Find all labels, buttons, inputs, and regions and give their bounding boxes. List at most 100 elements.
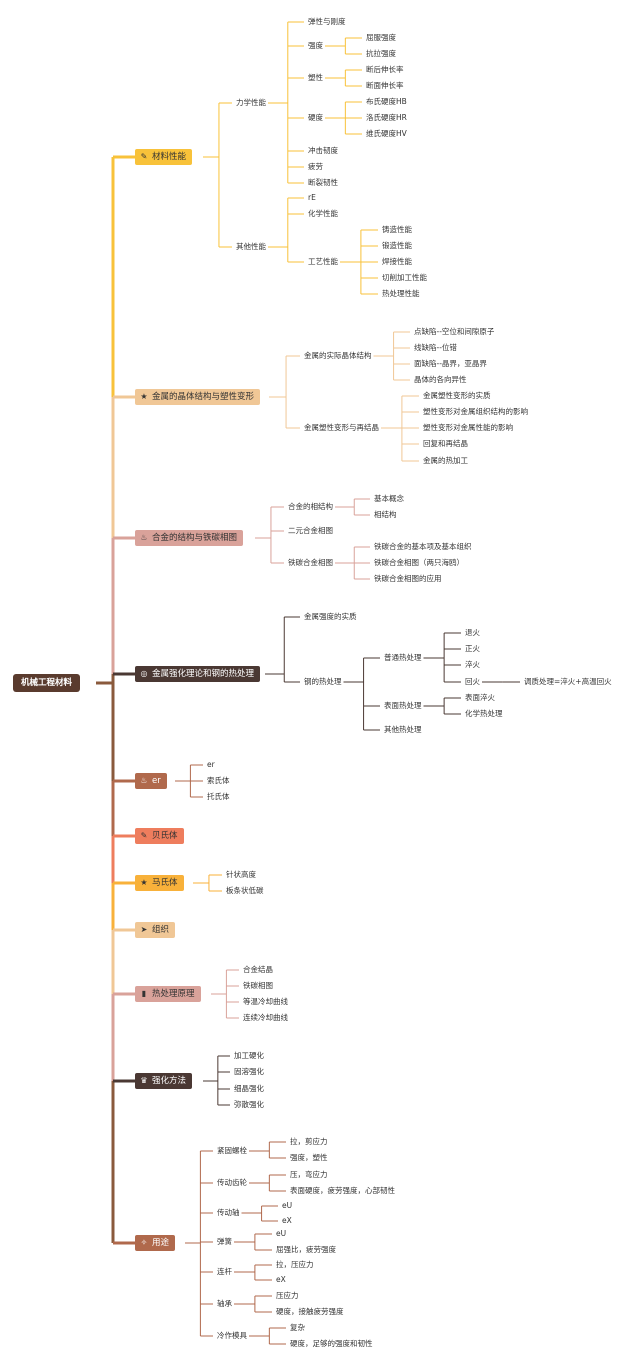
root-node[interactable]: 机械工程材料: [13, 674, 81, 692]
node-c1-b3[interactable]: 工艺性能: [308, 257, 338, 266]
node-c11-5[interactable]: 连杆: [217, 1267, 232, 1276]
node-c7-2[interactable]: 板条状低碳: [226, 886, 264, 895]
node-c1-a[interactable]: 力学性能: [236, 98, 266, 107]
node-c1-a3-2[interactable]: 断面伸长率: [366, 81, 404, 90]
node-c3-b[interactable]: 二元合金相图: [288, 526, 333, 535]
node-c11-4b[interactable]: 屈强比，疲劳强度: [276, 1245, 336, 1254]
node-c11-2a[interactable]: 压，弯应力: [290, 1170, 328, 1179]
node-c3-c1[interactable]: 铁碳合金的基本项及基本组织: [374, 542, 472, 551]
node-c2-b4[interactable]: 回复和再结晶: [423, 439, 468, 448]
node-c4-b3[interactable]: 其他热处理: [384, 725, 422, 734]
node-c1-b3-4[interactable]: 切削加工性能: [382, 273, 427, 282]
node-c11-6b[interactable]: 硬度，接触疲劳强度: [276, 1307, 344, 1316]
node-c11-4[interactable]: 弹簧: [217, 1237, 232, 1246]
node-c11-5a[interactable]: 拉，压应力: [276, 1260, 314, 1269]
category-c5[interactable]: ♨er: [135, 773, 167, 789]
node-c5-3[interactable]: 托氏体: [207, 792, 230, 801]
node-c2-a4[interactable]: 晶体的各向异性: [414, 375, 467, 384]
category-c8[interactable]: ➤组织: [135, 922, 176, 938]
node-c1-b3-1[interactable]: 铸造性能: [382, 225, 412, 234]
node-c7-1[interactable]: 针状高度: [226, 870, 256, 879]
node-c1-b1[interactable]: rE: [308, 193, 316, 202]
node-c1-b3-3[interactable]: 焊接性能: [382, 257, 412, 266]
node-c2-b3[interactable]: 塑性变形对金属性能的影响: [423, 423, 513, 432]
node-c11-1[interactable]: 紧固螺栓: [217, 1146, 247, 1155]
node-c11-4a[interactable]: eU: [276, 1229, 287, 1238]
node-c3-c[interactable]: 铁碳合金相图: [288, 558, 333, 567]
node-c9-1[interactable]: 合金结晶: [243, 965, 273, 974]
node-c2-b1[interactable]: 金属塑性变形的实质: [423, 391, 491, 400]
node-c1-a3[interactable]: 塑性: [308, 73, 323, 82]
node-c11-6a[interactable]: 压应力: [276, 1291, 299, 1300]
node-c3-c3[interactable]: 铁碳合金相图的应用: [374, 574, 442, 583]
node-c1-a3-1[interactable]: 断后伸长率: [366, 65, 404, 74]
node-c1-b2[interactable]: 化学性能: [308, 209, 338, 218]
category-c11[interactable]: ✧用途: [135, 1235, 176, 1251]
node-c10-3[interactable]: 细晶强化: [234, 1084, 264, 1093]
node-c9-2[interactable]: 铁碳相图: [243, 981, 273, 990]
node-c11-7[interactable]: 冷作模具: [217, 1331, 247, 1340]
category-c9[interactable]: ▮热处理原理: [135, 986, 201, 1002]
node-c11-7a[interactable]: 复杂: [290, 1323, 305, 1332]
node-c2-b2[interactable]: 塑性变形对金属组织结构的影响: [423, 407, 528, 416]
node-c3-a1[interactable]: 基本概念: [374, 494, 404, 503]
node-c11-3[interactable]: 传动轴: [217, 1208, 240, 1217]
node-c1-b[interactable]: 其他性能: [236, 242, 266, 251]
category-c7[interactable]: ★马氏体: [135, 875, 184, 891]
node-c1-a1[interactable]: 弹性与刚度: [308, 17, 346, 26]
node-c4-b2-2[interactable]: 化学热处理: [465, 709, 503, 718]
node-c5-2[interactable]: 索氏体: [207, 776, 230, 785]
category-c3[interactable]: ♨合金的结构与铁碳相图: [135, 530, 244, 546]
node-c2-b5[interactable]: 金属的热加工: [423, 456, 468, 465]
node-c4-b2-1[interactable]: 表面淬火: [465, 693, 495, 702]
node-c2-a3[interactable]: 面缺陷--晶界，亚晶界: [414, 359, 487, 368]
node-c3-a[interactable]: 合金的相结构: [288, 502, 333, 511]
node-c4-b1-3[interactable]: 淬火: [465, 660, 480, 669]
category-c1[interactable]: ✎材料性能: [135, 149, 193, 165]
node-c11-2b[interactable]: 表面硬度，疲劳强度，心部韧性: [290, 1186, 395, 1195]
node-c1-a4-2[interactable]: 洛氏硬度HR: [366, 113, 407, 122]
node-c4-b2[interactable]: 表面热处理: [384, 701, 422, 710]
node-c2-a1[interactable]: 点缺陷--空位和间隙原子: [414, 327, 495, 336]
node-c5-1[interactable]: er: [207, 760, 215, 769]
node-c11-7b[interactable]: 硬度，足够的强度和韧性: [290, 1339, 373, 1348]
node-c11-5b[interactable]: eX: [276, 1275, 286, 1284]
node-c4-b1-4[interactable]: 回火: [465, 677, 480, 686]
node-c11-2[interactable]: 传动齿轮: [217, 1178, 247, 1187]
node-c11-1b[interactable]: 强度，塑性: [290, 1153, 328, 1162]
node-c3-c2[interactable]: 铁碳合金相图（两只海鸥）: [374, 558, 464, 567]
node-c11-3b[interactable]: eX: [282, 1216, 292, 1225]
node-c2-a[interactable]: 金属的实际晶体结构: [304, 351, 372, 360]
node-c11-6[interactable]: 轴承: [217, 1299, 232, 1308]
node-c11-1a[interactable]: 拉，剪应力: [290, 1137, 328, 1146]
node-c3-a2[interactable]: 相结构: [374, 510, 397, 519]
node-c4-b1-2[interactable]: 正火: [465, 644, 480, 653]
category-c4[interactable]: ◎金属强化理论和钢的热处理: [135, 666, 261, 682]
node-c9-4[interactable]: 连续冷却曲线: [243, 1013, 288, 1022]
node-c4-a[interactable]: 金属强度的实质: [304, 612, 357, 621]
node-c4-b1-4-1[interactable]: 调质处理=淬火+高温回火: [524, 677, 612, 686]
node-c1-a5[interactable]: 冲击韧度: [308, 146, 338, 155]
category-c10[interactable]: ♛强化方法: [135, 1073, 193, 1089]
node-c4-b1-1[interactable]: 退火: [465, 628, 480, 637]
node-c2-a2[interactable]: 线缺陷--位错: [414, 343, 457, 352]
node-c10-4[interactable]: 弥散强化: [234, 1100, 264, 1109]
category-c6[interactable]: ✎贝氏体: [135, 828, 184, 844]
node-c10-2[interactable]: 固溶强化: [234, 1067, 264, 1076]
node-c1-a2-2[interactable]: 抗拉强度: [366, 49, 396, 58]
node-c1-a2[interactable]: 强度: [308, 41, 323, 50]
node-c1-a7[interactable]: 断裂韧性: [308, 178, 338, 187]
node-c1-a4[interactable]: 硬度: [308, 113, 323, 122]
node-c1-b3-5[interactable]: 热处理性能: [382, 289, 420, 298]
node-c10-1[interactable]: 加工硬化: [234, 1051, 264, 1060]
node-c4-b1[interactable]: 普通热处理: [384, 653, 422, 662]
category-c2[interactable]: ★金属的晶体结构与塑性变形: [135, 389, 261, 405]
node-c11-3a[interactable]: eU: [282, 1201, 293, 1210]
node-c9-3[interactable]: 等温冷却曲线: [243, 997, 288, 1006]
node-c1-b3-2[interactable]: 锻造性能: [382, 241, 412, 250]
node-c4-b[interactable]: 钢的热处理: [304, 677, 342, 686]
node-c1-a6[interactable]: 疲劳: [308, 162, 323, 171]
node-c1-a2-1[interactable]: 屈服强度: [366, 33, 396, 42]
node-c1-a4-1[interactable]: 布氏硬度HB: [366, 97, 407, 106]
node-c1-a4-3[interactable]: 维氏硬度HV: [366, 129, 407, 138]
